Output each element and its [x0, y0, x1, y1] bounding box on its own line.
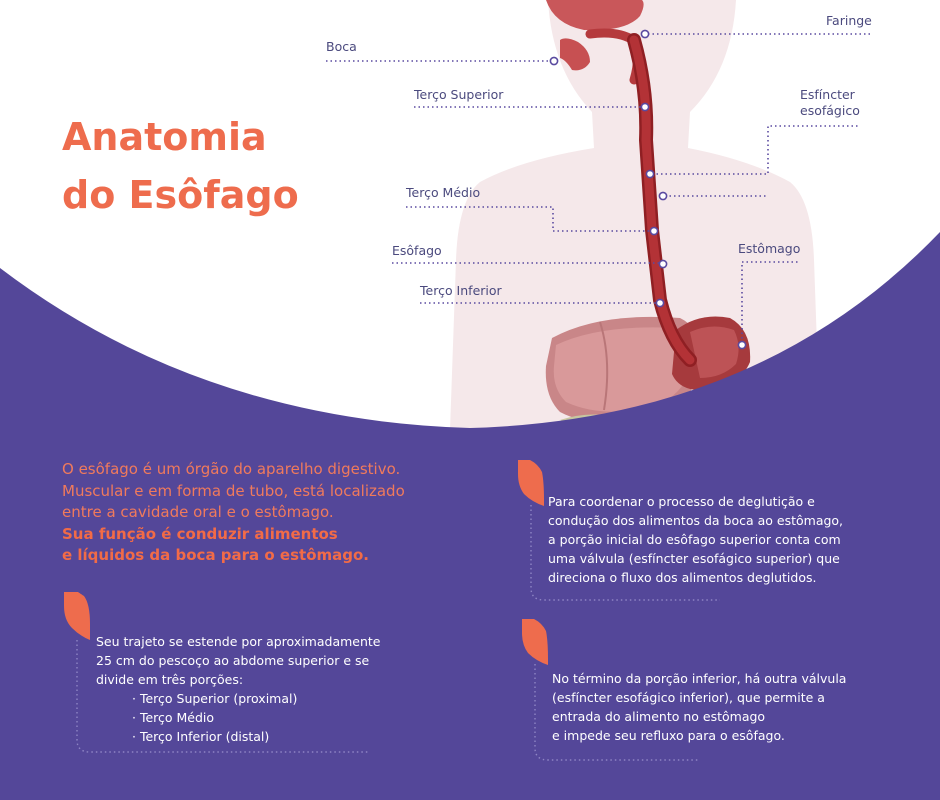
- card-trajeto-line: divide em três porções:: [96, 672, 244, 687]
- card-inferior-line: entrada do alimento no estômago: [552, 709, 766, 724]
- purple-background: [0, 232, 940, 800]
- card-inferior-line: No término da porção inferior, há outra …: [552, 671, 847, 686]
- card-inferior-line: e impede seu refluxo para o esôfago.: [552, 728, 785, 743]
- list-item: · Terço Inferior (distal): [132, 729, 270, 744]
- label-boca: Boca: [326, 39, 357, 54]
- label-estomago: Estômago: [738, 241, 801, 256]
- card-superior-line: Para coordenar o processo de deglutição …: [548, 494, 815, 509]
- intro-text: O esôfago é um órgão do aparelho digesti…: [62, 459, 462, 567]
- intro-line: Muscular e em forma de tubo, está locali…: [62, 481, 405, 500]
- esophagus-illustration: [627, 33, 697, 367]
- intro-line: O esôfago é um órgão do aparelho digesti…: [62, 460, 401, 478]
- title-line-1: Anatomia: [62, 115, 267, 159]
- card-superior-line: a porção inicial do esôfago superior con…: [548, 532, 841, 547]
- page-title: Anatomia do Esôfago: [62, 108, 299, 224]
- label-faringe: Faringe: [826, 13, 872, 28]
- card-borders: [76, 505, 720, 761]
- intro-emphasis-line: Sua função é conduzir alimentos: [62, 524, 338, 543]
- card-esfincter-superior: Para coordenar o processo de deglutição …: [548, 492, 888, 587]
- label-esfincter-line1: Esfíncter: [800, 87, 855, 102]
- stomach-illustration: [672, 316, 751, 391]
- list-item: · Terço Superior (proximal): [132, 691, 298, 706]
- card-superior-line: condução dos alimentos da boca ao estôma…: [548, 513, 844, 528]
- label-markers: [549, 29, 747, 350]
- label-terco-medio: Terço Médio: [406, 185, 481, 200]
- card-superior-line: uma válvula (esfíncter esofágico superio…: [548, 551, 840, 566]
- card-trajeto-list: · Terço Superior (proximal) · Terço Médi…: [96, 689, 426, 746]
- label-terco-inferior: Terço Inferior: [420, 283, 502, 298]
- label-esofago: Esôfago: [392, 243, 442, 258]
- card-esfincter-inferior: No término da porção inferior, há outra …: [552, 669, 892, 745]
- card-trajeto-line: 25 cm do pescoço ao abdome superior e se: [96, 653, 370, 668]
- card-decorations: [64, 460, 548, 665]
- intro-emphasis-line: e líquidos da boca para o estômago.: [62, 546, 369, 564]
- intro-line: entre a cavidade oral e o estômago.: [62, 503, 334, 521]
- card-trajeto-line: Seu trajeto se estende por aproximadamen…: [96, 634, 381, 649]
- label-esfincter-line2: esofágico: [800, 103, 860, 118]
- title-line-2: do Esôfago: [62, 173, 299, 217]
- card-inferior-line: (esfíncter esofágico inferior), que perm…: [552, 690, 825, 705]
- card-superior-line: direciona o fluxo dos alimentos deglutid…: [548, 570, 817, 585]
- liver-illustration: [545, 316, 702, 430]
- list-item: · Terço Médio: [132, 710, 215, 725]
- label-terco-superior: Terço Superior: [414, 87, 504, 102]
- card-trajeto: Seu trajeto se estende por aproximadamen…: [96, 632, 426, 746]
- leader-lines: [326, 33, 872, 343]
